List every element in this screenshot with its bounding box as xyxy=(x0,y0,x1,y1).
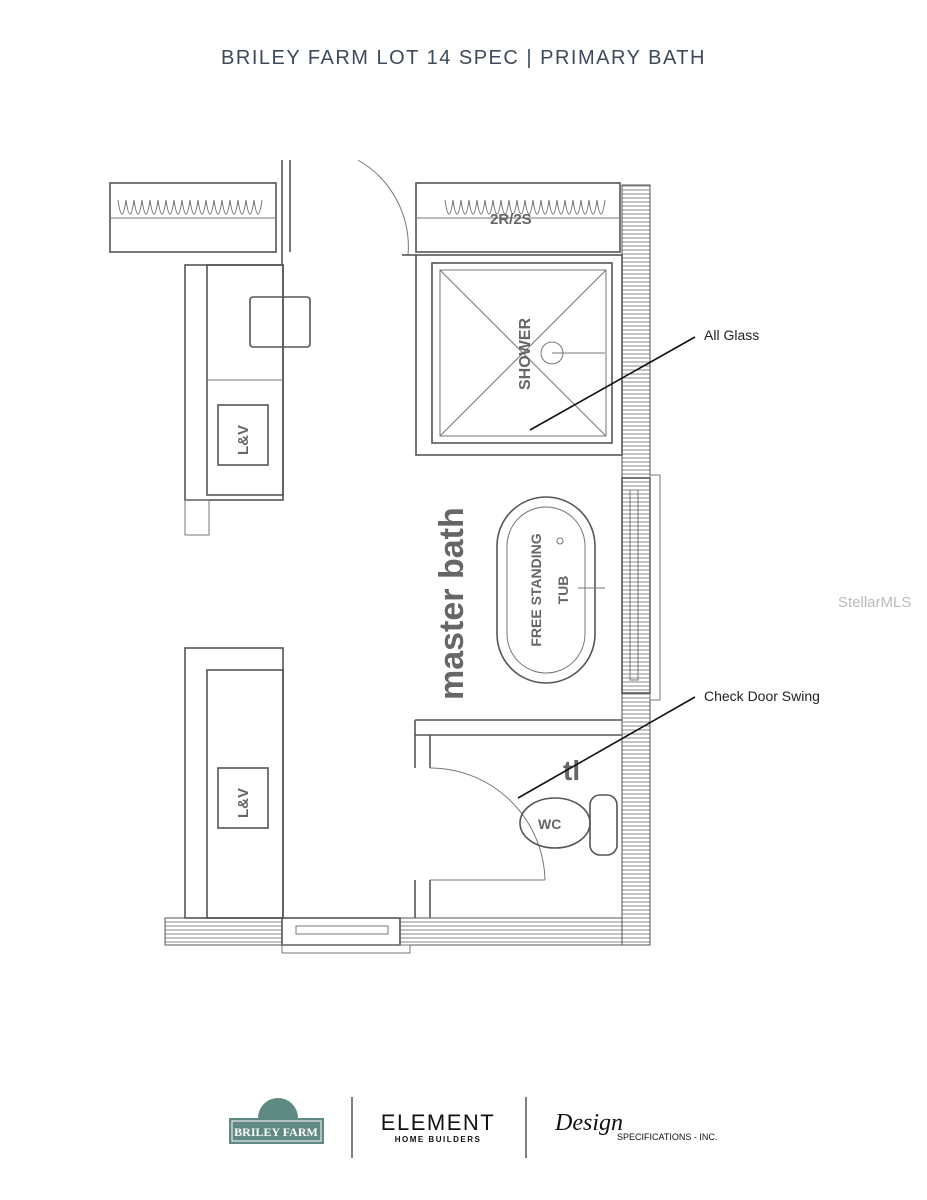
bottom-window xyxy=(281,917,411,954)
closet-label: 2R/2S xyxy=(490,211,532,228)
tl-label: tl xyxy=(563,755,580,786)
page-title: BRILEY FARM LOT 14 SPEC | PRIMARY BATH xyxy=(221,47,706,69)
upper-vanity xyxy=(184,264,311,536)
room-label: master bath xyxy=(433,507,471,700)
right-closet xyxy=(415,182,621,253)
left-closet xyxy=(109,160,291,265)
entry-door-swing xyxy=(357,159,409,256)
check-door-swing-note: Check Door Swing xyxy=(704,688,820,704)
exterior-wall-bottom-right xyxy=(399,917,623,946)
design-logo: Design xyxy=(554,1110,623,1136)
briley-farm-logo: BRILEY FARM xyxy=(229,1098,324,1144)
freestanding-tub xyxy=(496,496,605,684)
tub-label-1: FREE STANDING xyxy=(528,533,544,646)
lower-vanity xyxy=(184,647,284,919)
lav-upper-label: L&V xyxy=(235,425,252,455)
tub-label-2: TUB xyxy=(555,576,571,605)
briley-logo-text: BRILEY FARM xyxy=(234,1125,318,1139)
element-logo: ELEMENT xyxy=(381,1110,495,1135)
all-glass-note: All Glass xyxy=(704,327,759,343)
exterior-wall-right xyxy=(621,184,651,946)
all-glass-leader xyxy=(529,336,696,431)
shower-label: SHOWER xyxy=(517,318,534,390)
shower xyxy=(415,254,623,456)
side-window xyxy=(621,474,661,701)
wc-room xyxy=(414,719,622,918)
design-subtitle: SPECIFICATIONS - INC. xyxy=(617,1132,717,1142)
watermark: StellarMLS xyxy=(838,594,911,611)
element-subtitle: HOME BUILDERS xyxy=(395,1135,482,1144)
wc-label: WC xyxy=(538,816,561,832)
lav-lower-label: L&V xyxy=(235,788,252,818)
exterior-wall-bottom-left xyxy=(164,917,283,946)
door-swing-leader xyxy=(517,696,696,799)
